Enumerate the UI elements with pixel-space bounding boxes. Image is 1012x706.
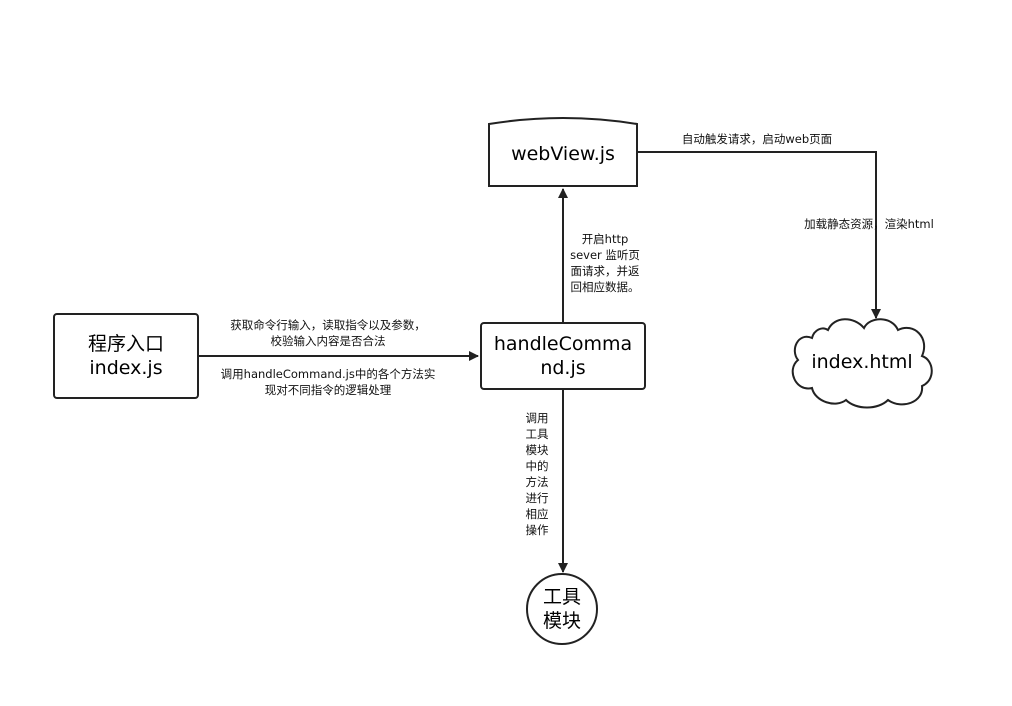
tools-node-line1: 工具 — [542, 586, 581, 608]
html-node-label: index.html — [800, 342, 924, 382]
edge-handle-tools-char-7: 操作 — [525, 523, 549, 537]
handle-command-label-line2: nd.js — [540, 357, 586, 379]
edge-webview-html-side-text: 加载静态资源，渲染html — [804, 217, 934, 231]
edge-entry-handle-above-line2: 校验输入内容是否合法 — [270, 334, 386, 348]
edge-handle-tools-char-0: 调用 — [525, 411, 549, 425]
edge-handle-tools-char-6: 相应 — [525, 507, 549, 521]
edge-handle-webview-line2: sever 监听页 — [570, 248, 640, 262]
edge-entry-handle-label-above: 获取命令行输入，读取指令以及参数， 校验输入内容是否合法 — [208, 317, 448, 349]
edge-entry-handle-below-line1: 调用handleCommand.js中的各个方法实 — [220, 367, 436, 381]
edge-webview-html-side-label: 加载静态资源，渲染html — [784, 216, 954, 232]
edge-webview-html-top-label: 自动触发请求，启动web页面 — [664, 131, 850, 147]
tools-node-circle — [526, 573, 598, 645]
edge-webview-html-top-text: 自动触发请求，启动web页面 — [681, 132, 833, 146]
handle-command-node: handleComma nd.js — [480, 322, 646, 390]
edge-handle-webview-label: 开启http sever 监听页 面请求，并返 回相应数据。 — [566, 231, 644, 295]
html-node-text: index.html — [811, 351, 913, 373]
edge-handle-tools-char-4: 方法 — [525, 475, 549, 489]
edge-entry-handle-label-below: 调用handleCommand.js中的各个方法实 现对不同指令的逻辑处理 — [208, 366, 448, 398]
edge-handle-tools-char-5: 进行 — [525, 491, 549, 505]
entry-node-title: 程序入口 — [87, 333, 164, 355]
entry-node: 程序入口 index.js — [53, 313, 199, 399]
webview-node-shape — [488, 117, 638, 187]
edge-handle-tools-char-1: 工具 — [525, 427, 549, 441]
edge-handle-tools-char-2: 模块 — [525, 443, 549, 457]
edge-webview-to-html — [637, 151, 881, 319]
edge-handle-tools-char-3: 中的 — [525, 459, 549, 473]
handle-command-label-line1: handleComma — [493, 333, 633, 355]
webview-node-text: webView.js — [511, 143, 615, 165]
edge-entry-handle-above-line1: 获取命令行输入，读取指令以及参数， — [230, 318, 426, 332]
edge-handle-webview-line4: 回相应数据。 — [570, 280, 640, 294]
edge-handle-tools-label: 调用 工具 模块 中的 方法 进行 相应 操作 — [523, 410, 551, 538]
html-node-cloud-shape — [791, 318, 933, 409]
tools-node-label: 工具 模块 — [527, 585, 597, 633]
edge-entry-handle-below-line2: 现对不同指令的逻辑处理 — [264, 383, 392, 397]
edge-handle-webview-line1: 开启http — [581, 232, 629, 246]
entry-node-file: index.js — [89, 357, 163, 379]
webview-node-label: webView.js — [489, 132, 637, 176]
tools-node-line2: 模块 — [542, 610, 581, 632]
edge-handle-webview-line3: 面请求，并返 — [570, 264, 640, 278]
